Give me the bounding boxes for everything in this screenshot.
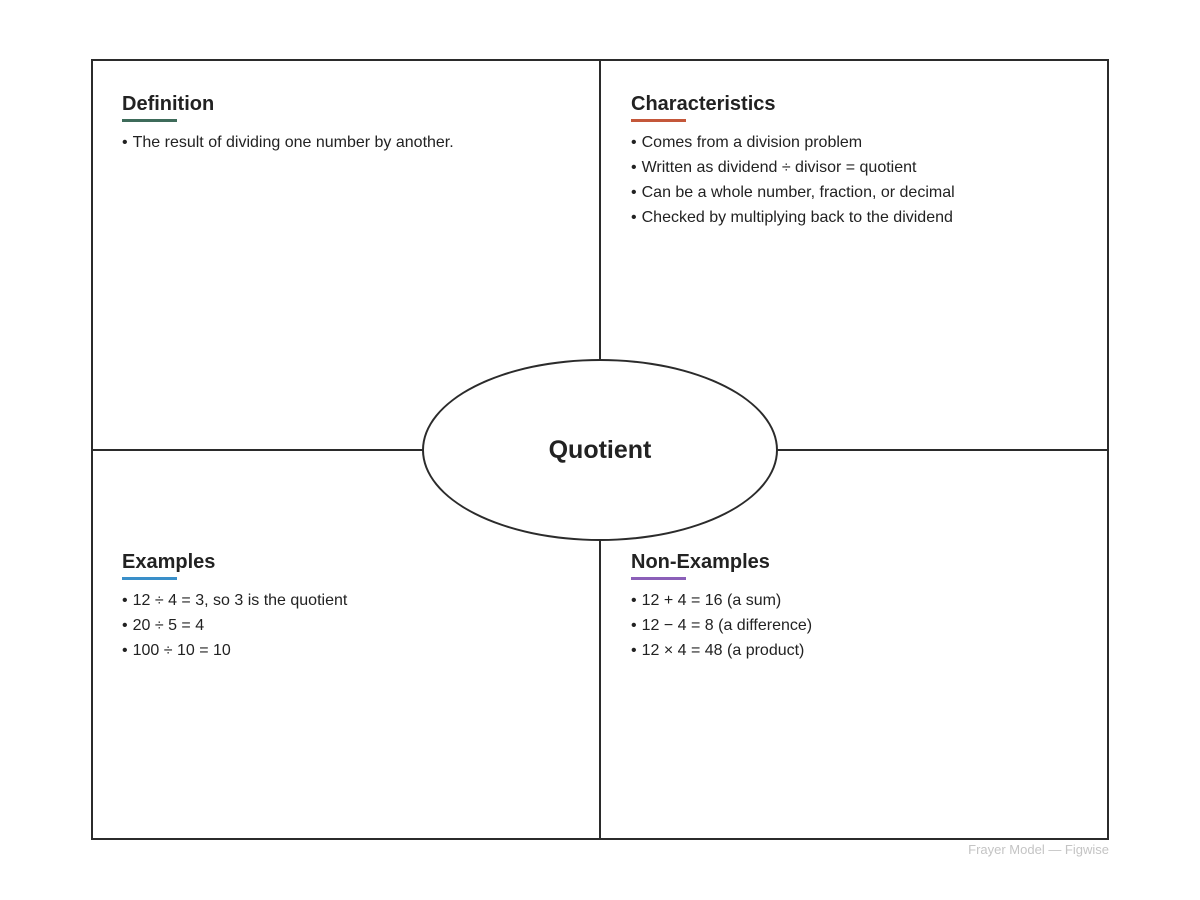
characteristics-title: Characteristics [631, 93, 776, 115]
center-oval: Quotient [422, 359, 778, 541]
non-examples-list: 12 + 4 = 16 (a sum)12 − 4 = 8 (a differe… [631, 588, 1071, 663]
non-examples-underline [631, 577, 686, 580]
characteristics-item: Written as dividend ÷ divisor = quotient [631, 155, 1071, 180]
characteristics-item: Can be a whole number, fraction, or deci… [631, 180, 1071, 205]
footer-watermark: Frayer Model — Figwise [968, 842, 1109, 857]
definition-title: Definition [122, 93, 215, 115]
definition-item: The result of dividing one number by ano… [122, 130, 562, 155]
non-examples-title: Non-Examples [631, 551, 770, 573]
center-term: Quotient [548, 435, 652, 464]
definition-list: The result of dividing one number by ano… [122, 130, 562, 155]
characteristics-item: Checked by multiplying back to the divid… [631, 205, 1071, 230]
examples-item: 20 ÷ 5 = 4 [122, 613, 562, 638]
examples-quadrant: Examples 12 ÷ 4 = 3, so 3 is the quotien… [122, 550, 562, 663]
non-examples-item: 12 + 4 = 16 (a sum) [631, 588, 1071, 613]
characteristics-item: Comes from a division problem [631, 130, 1071, 155]
examples-item: 100 ÷ 10 = 10 [122, 638, 562, 663]
characteristics-underline [631, 119, 686, 122]
non-examples-item: 12 − 4 = 8 (a difference) [631, 613, 1071, 638]
examples-underline [122, 577, 177, 580]
examples-item: 12 ÷ 4 = 3, so 3 is the quotient [122, 588, 562, 613]
characteristics-quadrant: Characteristics Comes from a division pr… [631, 92, 1071, 230]
examples-list: 12 ÷ 4 = 3, so 3 is the quotient20 ÷ 5 =… [122, 588, 562, 663]
definition-quadrant: Definition The result of dividing one nu… [122, 92, 562, 155]
non-examples-quadrant: Non-Examples 12 + 4 = 16 (a sum)12 − 4 =… [631, 550, 1071, 663]
characteristics-list: Comes from a division problemWritten as … [631, 130, 1071, 230]
examples-title: Examples [122, 551, 216, 573]
non-examples-item: 12 × 4 = 48 (a product) [631, 638, 1071, 663]
definition-underline [122, 119, 177, 122]
